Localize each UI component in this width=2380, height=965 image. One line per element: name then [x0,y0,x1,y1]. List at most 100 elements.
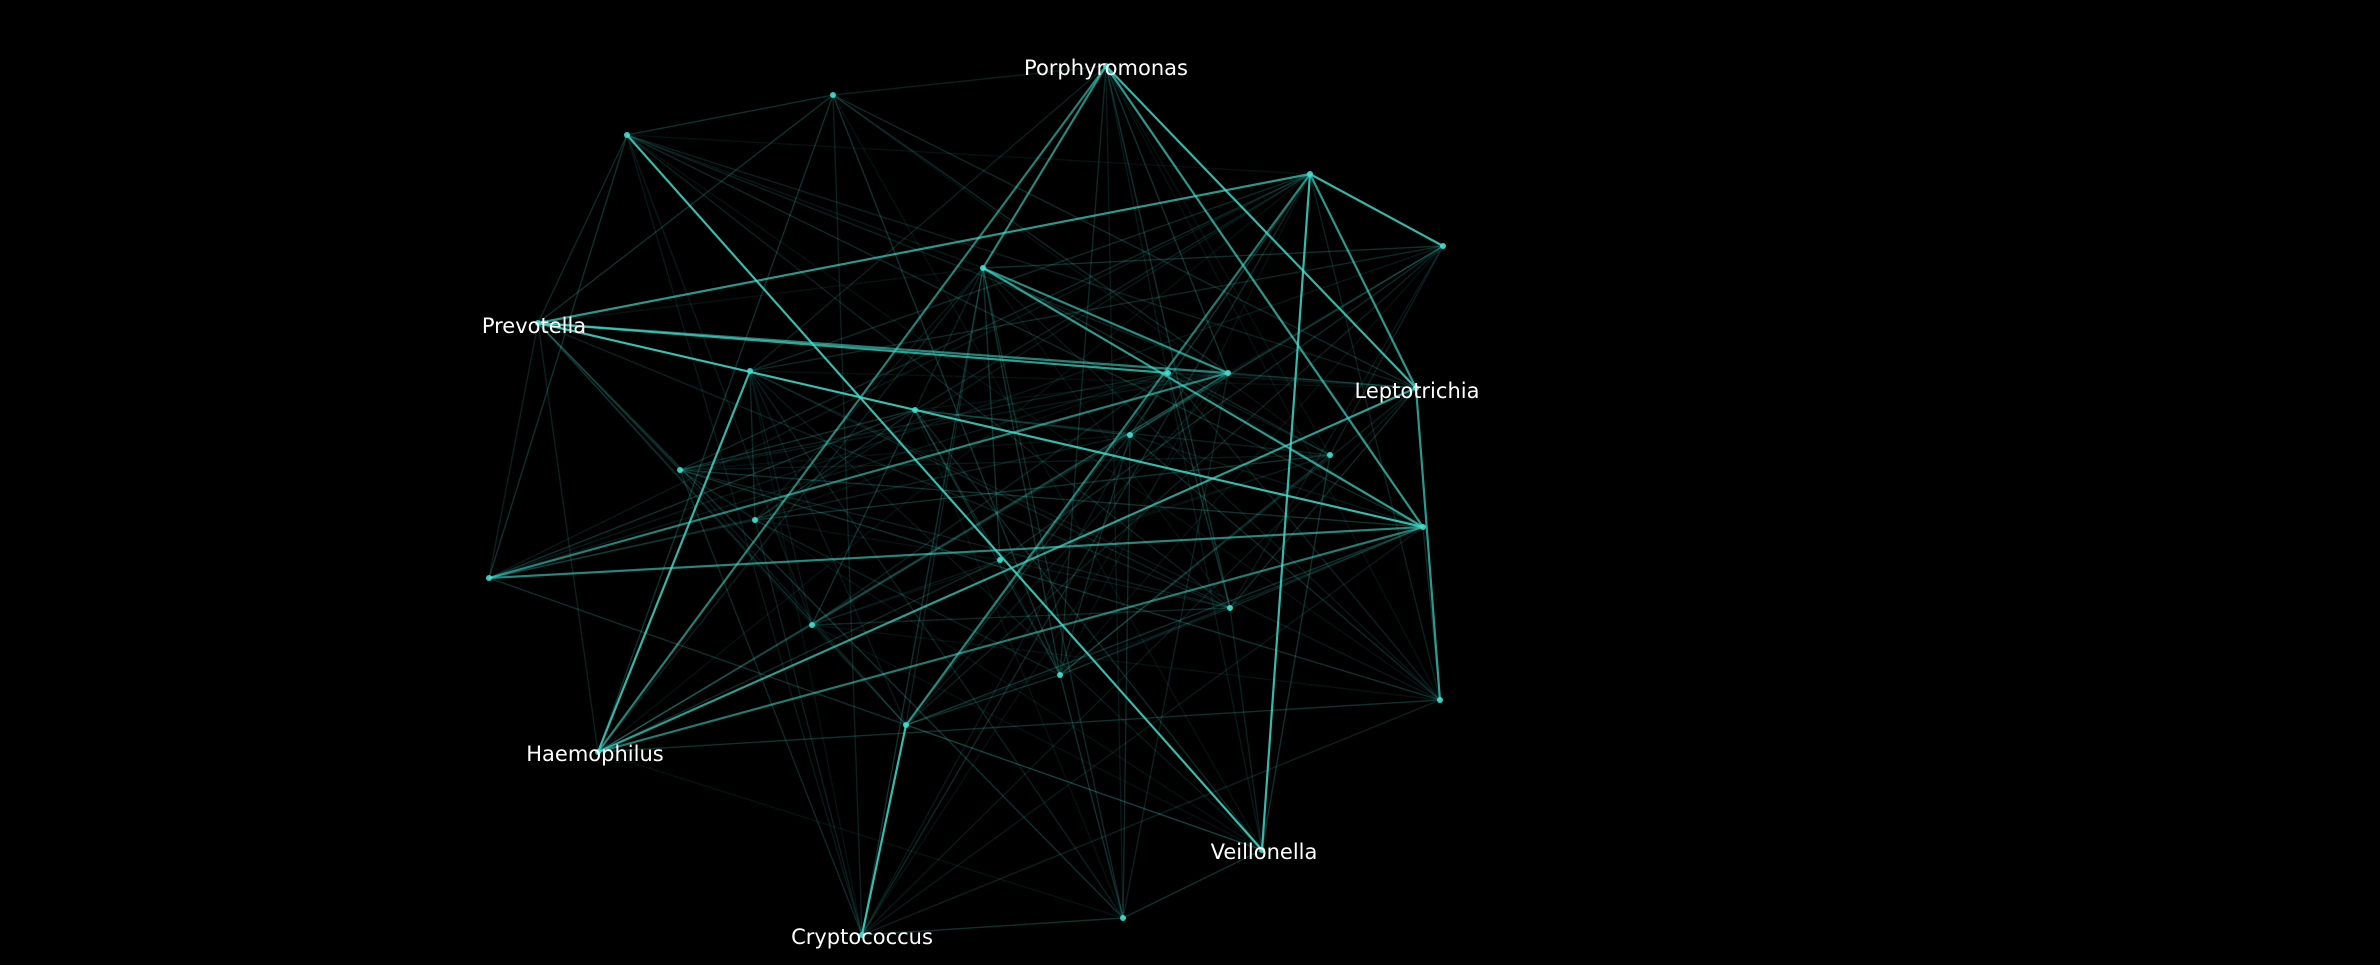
edge [811,409,916,626]
edge [537,322,907,726]
edge [811,624,1263,851]
edge [1105,65,1331,456]
edge [914,173,1311,411]
edge [914,409,1263,851]
edge [488,322,539,579]
edge [982,267,1331,456]
edge [1229,607,1263,851]
edge [749,370,1263,851]
edge [1167,372,1441,701]
edge [754,267,984,521]
node-n6 [1225,370,1231,376]
edge [905,526,1424,726]
edge [537,134,628,324]
edge [596,370,752,753]
edge [999,559,1231,609]
edge [1229,245,1444,609]
edge [811,624,1441,701]
edge [537,322,599,753]
edge [488,434,1131,579]
edge [488,519,756,579]
edge [905,372,1229,726]
node-n16 [1057,672,1063,678]
edge [832,94,1263,851]
edge [1105,65,1229,374]
node-n13 [747,368,753,374]
edge [1122,372,1229,919]
edge [1059,173,1311,676]
edge [626,134,984,269]
edge [537,322,813,626]
edge [861,387,1417,936]
edge [1167,372,1417,389]
edge [749,370,907,726]
edge [905,607,1231,726]
edge [1059,65,1107,676]
edge [626,134,1263,851]
edge [597,65,1107,753]
edge [597,699,1441,753]
node-n7 [1420,524,1426,530]
edge [860,724,908,936]
edge [999,559,1061,676]
edge [626,134,813,626]
edge [626,134,1417,389]
edge [754,173,1311,521]
edge [1059,526,1424,676]
edge [914,409,1131,436]
edge [811,372,1229,626]
edge [537,322,1231,609]
edge [905,173,1311,726]
edge [754,519,1061,676]
node-veillonella [1259,847,1265,853]
edge [679,469,907,726]
edge [1105,65,1231,609]
edge [811,624,907,726]
node-n14 [1165,370,1171,376]
node-leptotrichia [1413,385,1419,391]
edge [679,372,1229,471]
edge [999,245,1444,561]
edge [537,322,681,471]
edge [1105,65,1124,919]
edge [905,674,1061,726]
edge [1309,173,1417,389]
edge [861,173,1311,936]
edge [861,917,1124,936]
edge [861,526,1424,936]
edge [749,370,756,521]
edge [1167,372,1231,609]
edge [626,134,1229,374]
edge [811,607,1231,626]
node-n18 [752,517,758,523]
edge [832,94,1417,389]
node-cryptococcus [859,932,865,938]
node-n12 [809,622,815,628]
edge [914,409,1001,561]
edge [488,372,1169,579]
node-n5 [980,265,986,271]
edge [832,94,1229,374]
node-porphyromonas [1103,63,1109,69]
edge [982,65,1107,269]
edge [749,65,1107,372]
node-n8 [486,575,492,581]
node-n20 [1327,452,1333,458]
node-layer [486,63,1446,938]
edge [597,434,1131,753]
edge [537,94,834,324]
edge [832,65,1107,96]
edge [905,267,984,726]
edge [749,245,1444,372]
edge [832,94,1331,456]
edge [754,519,863,936]
edge [861,699,1441,936]
edge [626,94,834,136]
node-n9 [1437,697,1443,703]
node-n19 [912,407,918,413]
edge [626,134,1311,175]
edge [982,267,1441,701]
edge [861,267,984,936]
edge [1229,526,1424,609]
